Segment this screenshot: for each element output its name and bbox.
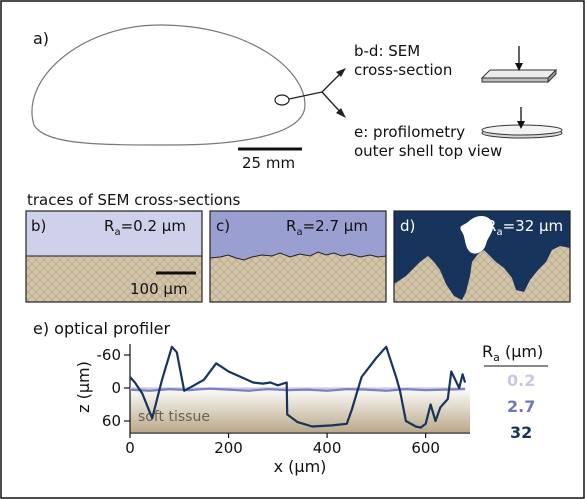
panel-c-tissue <box>210 251 386 302</box>
sample-location-marker <box>274 94 290 106</box>
legend: Ra (μm) 0.2 2.7 32 <box>482 342 548 442</box>
x-tick-label: 0 <box>125 439 135 457</box>
panel-b: b) Ra=0.2 μm 100 μm <box>25 210 203 303</box>
panel-d: d) Ra=32 μm <box>393 210 571 303</box>
panel-c-ra: Ra=2.7 μm <box>286 217 368 238</box>
panel-d-ra: Ra=32 μm <box>486 217 563 238</box>
legend-title: Ra (μm) <box>482 342 543 364</box>
scale-label-25mm: 25 mm <box>242 154 295 172</box>
series-line-32 <box>130 345 467 429</box>
scale-label-100um: 100 μm <box>130 280 188 298</box>
panel-d-pore <box>460 216 494 254</box>
panel-c-label: c) <box>216 217 230 235</box>
legend-item-2-7: 2.7 <box>507 397 535 416</box>
arrow-head-sem-icon <box>336 68 346 77</box>
x-tick-label: 200 <box>214 439 243 457</box>
panel-d-material <box>394 211 570 300</box>
panel-a-label: a) <box>33 29 49 48</box>
profilometry-label-line1: e: profilometry <box>354 123 465 141</box>
top-view-disc-icon <box>481 107 563 139</box>
panel-d-label: d) <box>400 217 415 235</box>
profilometry-label-line2: outer shell top view <box>354 142 502 160</box>
traces-title: traces of SEM cross-sections <box>27 191 241 209</box>
tissue-label: soft tissue <box>138 409 210 425</box>
series-line-2-7 <box>130 387 466 392</box>
x-tick-label: 400 <box>313 439 342 457</box>
y-tick-label: 0 <box>111 379 121 397</box>
panel-e-label: e) optical profiler <box>33 319 171 338</box>
y-axis-title: z (μm) <box>74 361 93 413</box>
legend-item-0-2: 0.2 <box>507 371 535 390</box>
panel-b-ra: Ra=0.2 μm <box>104 217 186 238</box>
panel-b-tissue <box>26 256 202 302</box>
shell-outline <box>31 24 306 146</box>
panel-c: c) Ra=2.7 μm <box>209 210 387 303</box>
x-tick-label: 600 <box>411 439 440 457</box>
legend-item-32: 32 <box>510 423 532 442</box>
sem-label-line2: cross-section <box>354 61 452 79</box>
arrow-head-profilometry-icon <box>336 108 346 118</box>
cross-section-slab-icon <box>480 46 558 84</box>
panel-b-label: b) <box>31 217 46 235</box>
sem-label-line1: b-d: SEM <box>354 42 420 60</box>
x-axis-title: x (μm) <box>274 457 327 476</box>
y-tick-label: -60 <box>97 346 122 364</box>
y-tick-label: 60 <box>102 412 121 430</box>
pointer-line <box>288 91 323 100</box>
